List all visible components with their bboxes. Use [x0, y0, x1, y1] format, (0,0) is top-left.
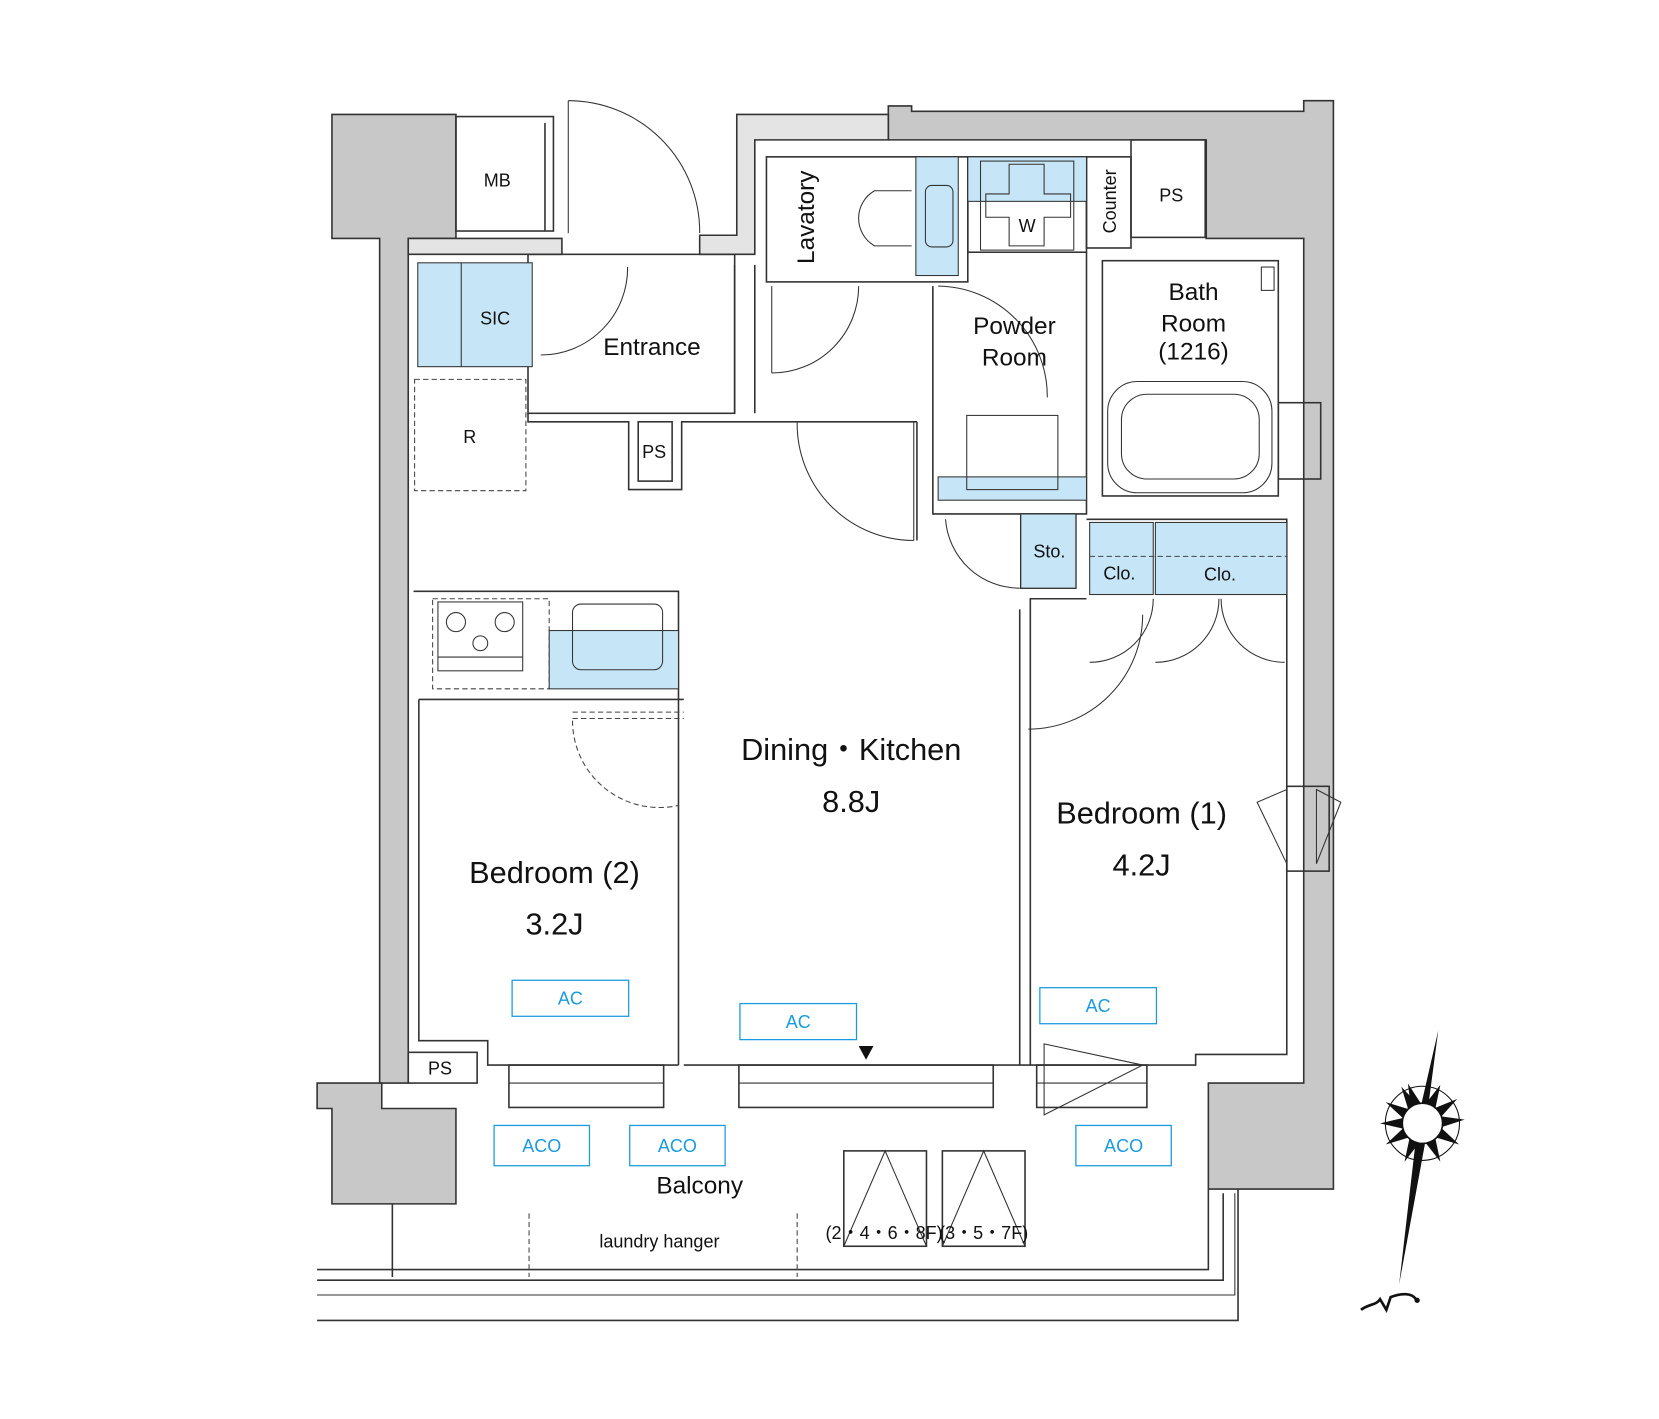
- label-washer: W: [1019, 216, 1036, 236]
- label-counter: Counter: [1100, 169, 1120, 233]
- partitions: [407, 115, 1288, 1084]
- label-powder-room-2: Room: [982, 345, 1047, 372]
- structural-walls: [316, 99, 1335, 1205]
- label-dining-kitchen-size: 8.8J: [822, 784, 880, 819]
- label-ps-top: PS: [1159, 185, 1183, 205]
- label-storage: Sto.: [1033, 541, 1065, 561]
- fixtures: [414, 156, 1288, 720]
- label-closet-2: Clo.: [1204, 565, 1236, 585]
- room-labels: MB Entrance SIC R PS Lavatory W Counter …: [428, 169, 1236, 1251]
- label-closet-1: Clo.: [1103, 564, 1135, 584]
- label-bath: Bath: [1168, 279, 1218, 306]
- label-bath-2: Room: [1161, 311, 1226, 338]
- label-bath-size: (1216): [1158, 338, 1228, 365]
- label-bedroom1: Bedroom (1): [1056, 795, 1227, 830]
- ac-boxes: [493, 979, 1172, 1167]
- label-lavatory: Lavatory: [793, 170, 820, 264]
- label-entrance: Entrance: [603, 334, 701, 361]
- label-balcony: Balcony: [656, 1172, 743, 1199]
- doors: [540, 100, 1285, 1116]
- label-bedroom1-size: 4.2J: [1113, 847, 1171, 882]
- label-mb: MB: [484, 171, 511, 191]
- label-aco-3: ACO: [1104, 1136, 1143, 1156]
- label-powder-room: Powder: [973, 313, 1056, 340]
- stove-burner-icon: [445, 612, 515, 652]
- windows: [508, 401, 1342, 1109]
- label-ac-bedroom2: AC: [558, 989, 583, 1009]
- label-ac-dining: AC: [786, 1012, 811, 1032]
- label-sic: SIC: [480, 308, 510, 328]
- label-floors-even: (2・4・6・8F): [826, 1223, 943, 1243]
- north-arrow-icon: [1360, 1030, 1465, 1313]
- entry-marker-icon: [858, 1045, 874, 1060]
- label-laundry-hanger: laundry hanger: [599, 1231, 719, 1251]
- balcony-area: [317, 1149, 1239, 1322]
- label-ac-bedroom1: AC: [1086, 996, 1111, 1016]
- label-refrigerator: R: [463, 427, 476, 447]
- label-bedroom2-size: 3.2J: [525, 907, 583, 942]
- label-dining-kitchen: Dining・Kitchen: [741, 732, 961, 767]
- label-ps-bottom: PS: [428, 1059, 452, 1079]
- label-bedroom2: Bedroom (2): [469, 855, 640, 890]
- label-ps-hall: PS: [642, 442, 666, 462]
- label-aco-1: ACO: [522, 1136, 561, 1156]
- label-floors-odd: (3・5・7F): [939, 1223, 1028, 1243]
- label-aco-2: ACO: [658, 1136, 697, 1156]
